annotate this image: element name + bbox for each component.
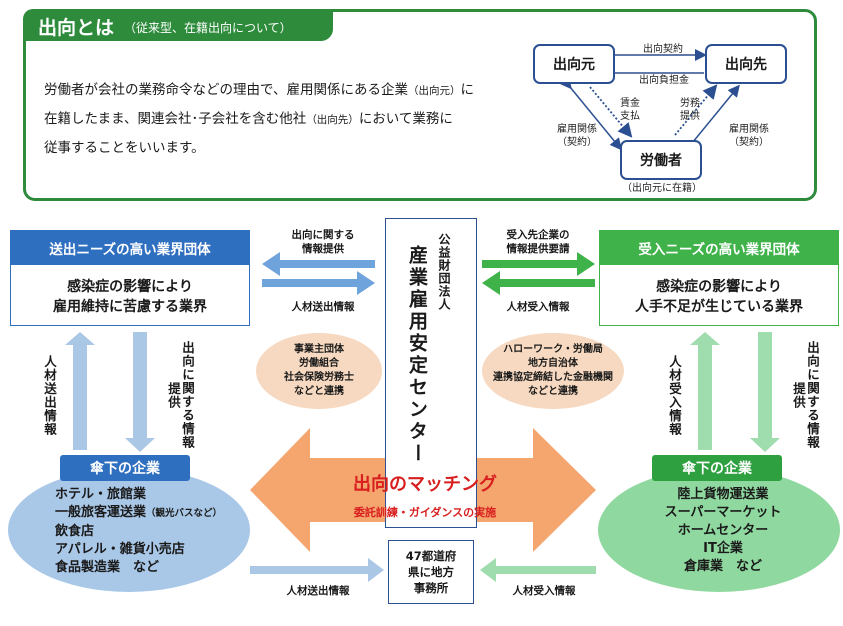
left-companies-chip: 傘下の企業 bbox=[60, 455, 190, 481]
definition-line-2: 在籍したまま、関連会社･子会社を含む他社（出向先）において業務に bbox=[44, 111, 453, 127]
left-company-item: 一般旅客運送業（観光バスなど） bbox=[55, 505, 223, 520]
wage-label: 賃金 支払 bbox=[620, 98, 640, 122]
arrow-bottom-accept bbox=[480, 558, 596, 582]
definition-line-3: 従事することをいいます。 bbox=[44, 140, 205, 156]
right-company-item: IT企業 bbox=[703, 541, 743, 556]
right-companies-ellipse bbox=[598, 468, 840, 592]
sending-industry-header: 送出ニーズの高い業界団体 bbox=[11, 231, 249, 265]
label-left-info-vertical: 出向に関する情報提供 bbox=[166, 341, 195, 449]
center-org-small: 公益財団法人 bbox=[437, 233, 451, 311]
left-companies-list: ホテル・旅館業 一般旅客運送業（観光バスなど） 飲食店 アパレル・雑貨小売店 食… bbox=[55, 486, 222, 577]
arrow-left-up bbox=[65, 332, 95, 450]
label-accept-info-bottom: 人材受入情報 bbox=[512, 585, 576, 597]
label-send-info-bottom: 人材送出情報 bbox=[286, 585, 350, 597]
accepting-industry-body: 感染症の影響により 人手不足が生じている業界 bbox=[635, 279, 803, 315]
right-company-item: 陸上貨物運送業 bbox=[677, 487, 769, 502]
local-offices-text: 47都道府 県に地方 事務所 bbox=[405, 549, 457, 595]
left-companies-ellipse bbox=[8, 468, 250, 592]
label-right-info-vertical: 出向に関する情報提供 bbox=[791, 341, 820, 449]
right-company-item: ホームセンター bbox=[677, 523, 769, 538]
right-company-item: スーパーマーケット bbox=[664, 505, 782, 520]
sending-industry-box: 送出ニーズの高い業界団体 感染症の影響により 雇用維持に苦慮する業界 bbox=[10, 230, 250, 326]
employment-left-arrow bbox=[559, 76, 622, 151]
bubble-left-partners: 事業主団体 労働組合 社会保険労務士 などと連携 bbox=[256, 333, 382, 409]
accepting-industry-box: 受入ニーズの高い業界団体 感染症の影響により 人手不足が生じている業界 bbox=[599, 230, 839, 326]
arrow-req-to-right bbox=[482, 252, 595, 276]
right-company-item: 倉庫業 など bbox=[683, 559, 762, 574]
label-send-info-top: 人材送出情報 bbox=[291, 301, 355, 313]
accepting-industry-header: 受入ニーズの高い業界団体 bbox=[600, 231, 838, 265]
right-companies-chip: 傘下の企業 bbox=[652, 455, 782, 481]
employment-right-arrow bbox=[677, 84, 740, 159]
worker-box: 労働者 bbox=[620, 140, 702, 180]
matching-title: 出向のマッチング bbox=[353, 474, 497, 495]
definition-line-1: 労働者が会社の業務命令などの理由で、雇用関係にある企業（出向元）に bbox=[44, 82, 474, 98]
local-offices-box: 47都道府 県に地方 事務所 bbox=[388, 540, 474, 604]
burden-label: 出向負担金 bbox=[639, 75, 689, 86]
destination-company-box: 出向先 bbox=[705, 44, 787, 84]
wage-arrow bbox=[589, 86, 633, 138]
left-company-item: アパレル・雑貨小売店 bbox=[55, 542, 185, 557]
right-companies-list: 陸上貨物運送業 スーパーマーケット ホームセンター IT企業 倉庫業 など bbox=[628, 486, 818, 576]
label-accept-request: 受入先企業の 情報提供要請 bbox=[506, 229, 570, 255]
arrow-right-up bbox=[690, 332, 720, 450]
matching-subtitle: 委託訓練・ガイダンスの実施 bbox=[353, 506, 497, 519]
definition-subtitle: （従来型、在籍出向について） bbox=[124, 21, 292, 35]
arrow-right-down bbox=[750, 332, 780, 452]
center-org-main: 産業雇用安定センター bbox=[406, 245, 428, 465]
arrow-accept-to-center bbox=[482, 271, 595, 295]
label-left-send-vertical: 人材送出情報 bbox=[42, 354, 57, 436]
source-company-box: 出向元 bbox=[533, 44, 615, 84]
employment-right-label: 雇用関係 （契約） bbox=[729, 124, 769, 148]
worker-note: （出向元に在籍） bbox=[622, 183, 702, 194]
left-company-item: 飲食店 bbox=[55, 524, 95, 539]
left-company-item: ホテル・旅館業 bbox=[55, 487, 147, 502]
definition-text: 労働者が会社の業務命令などの理由で、雇用関係にある企業（出向元）に 在籍したまま… bbox=[44, 76, 514, 162]
definition-title: 出向とは bbox=[38, 17, 115, 39]
arrow-info-to-left bbox=[262, 252, 375, 276]
label-right-accept-vertical: 人材受入情報 bbox=[667, 354, 682, 436]
employment-left-label: 雇用関係 （契約） bbox=[557, 124, 597, 148]
sending-industry-body: 感染症の影響により 雇用維持に苦慮する業界 bbox=[53, 279, 207, 315]
labor-label: 労務 提供 bbox=[680, 98, 700, 122]
left-company-item: 食品製造業 など bbox=[55, 560, 160, 575]
label-info-provide-left: 出向に関する 情報提供 bbox=[291, 229, 355, 255]
arrow-bottom-send bbox=[250, 558, 384, 582]
center-organization-box: 公益財団法人 産業雇用安定センター bbox=[385, 218, 477, 528]
contract-label: 出向契約 bbox=[643, 44, 683, 55]
definition-title-tab bbox=[23, 9, 333, 41]
arrow-send-to-center bbox=[262, 271, 375, 295]
bubble-right-partners: ハローワーク・労働局 地方自治体 連携協定締結した金融機関 などと連携 bbox=[482, 333, 624, 409]
label-accept-info-top: 人材受入情報 bbox=[506, 301, 570, 313]
arrow-left-down bbox=[125, 332, 155, 452]
